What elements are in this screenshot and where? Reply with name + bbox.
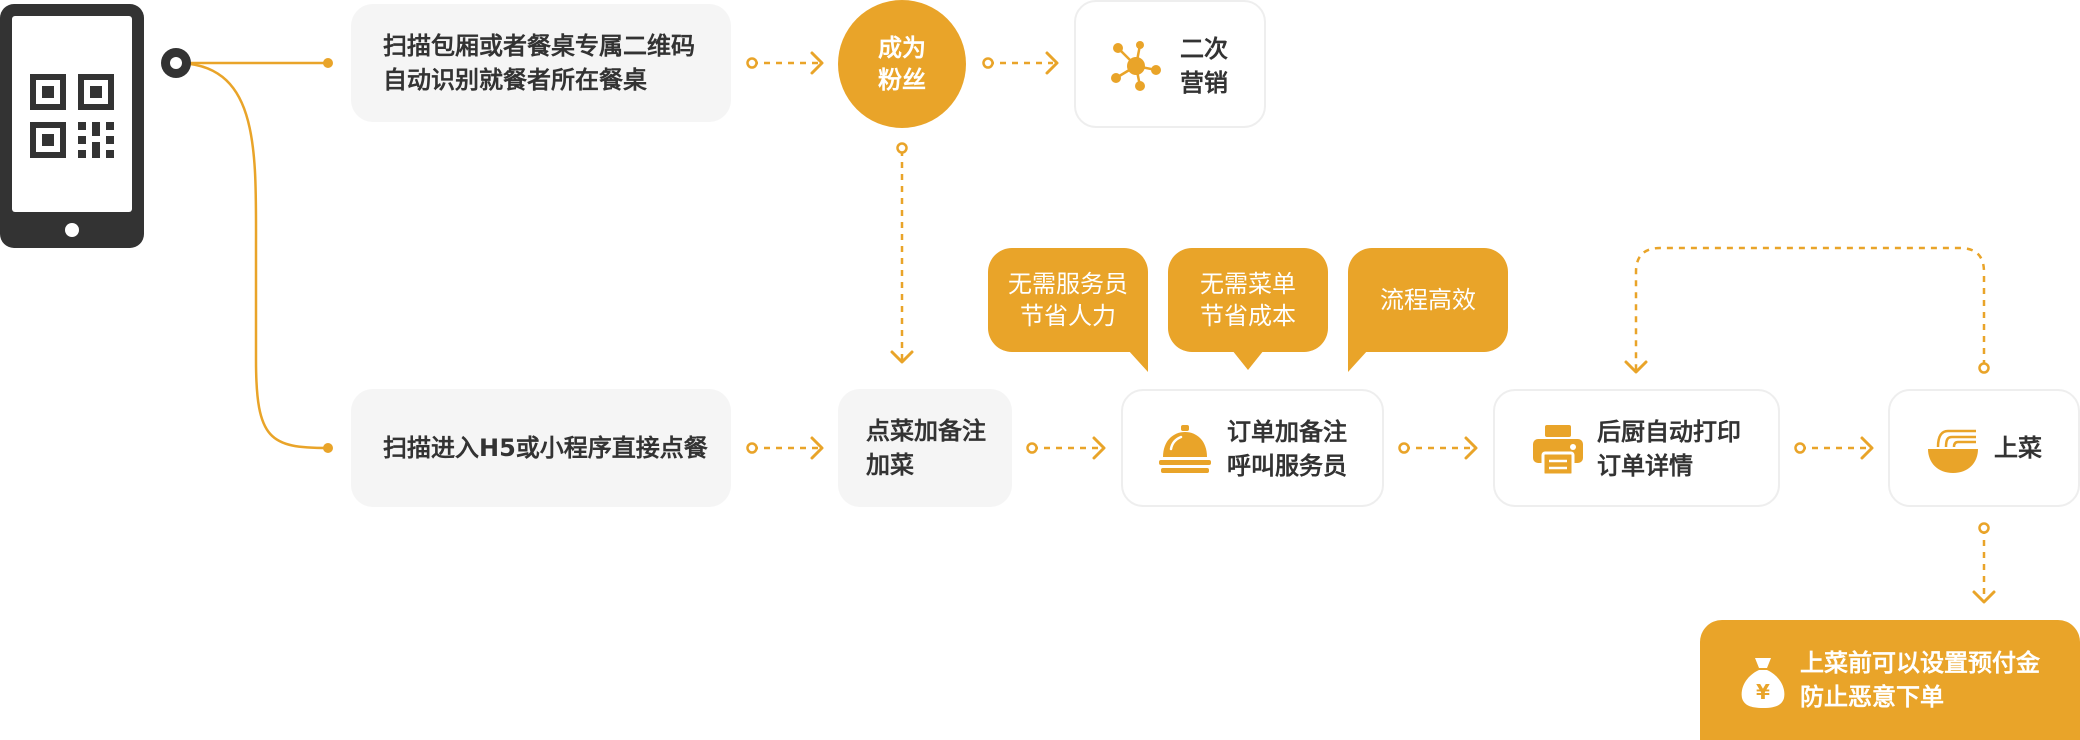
become-fan-node: 成为 粉丝 [838,0,966,128]
order-remark-line1: 订单加备注 [1227,418,1347,446]
become-fan-line1: 成为 [878,34,926,62]
printer-icon [1533,425,1583,475]
money-bag-icon: ¥ [1741,658,1785,708]
bubble-efficient-tail [1348,350,1368,372]
kitchen-print-line1: 后厨自动打印 [1597,418,1741,446]
kitchen-print-line2: 订单详情 [1597,452,1693,480]
tablet-qr-code-icon [0,4,144,248]
serve-dish-node: 上菜 [1888,389,2080,507]
second-marketing-line1: 二次 [1180,35,1228,63]
noodle-bowl-icon [1928,429,1978,473]
scan-table-qr-node: 扫描包厢或者餐桌专属二维码 自动识别就餐者所在餐桌 [351,4,731,122]
prepay-node: ¥ 上菜前可以设置预付金 防止恶意下单 [1700,620,2080,740]
svg-text:¥: ¥ [1756,680,1770,704]
bubble-efficient: 流程高效 [1348,248,1508,352]
bubble-no-waiter-line1: 无需服务员 [1008,270,1128,298]
service-bell-icon [1159,425,1211,473]
second-marketing-line2: 营销 [1180,69,1228,97]
serve-dish-line1: 上菜 [1994,434,2042,462]
become-fan-line2: 粉丝 [878,66,926,94]
scan-h5-line1: 扫描进入H5或小程序直接点餐 [383,434,708,462]
order-dish-node: 点菜加备注 加菜 [838,389,1012,507]
scan-table-line2: 自动识别就餐者所在餐桌 [383,66,647,94]
bubble-no-menu-tail [1232,350,1264,370]
bubble-no-waiter: 无需服务员 节省人力 [988,248,1148,352]
second-marketing-node: 二次 营销 [1074,0,1266,128]
connector-origin-icon [161,48,191,78]
order-remark-line2: 呼叫服务员 [1227,452,1347,480]
bubble-no-menu-line2: 节省成本 [1200,302,1296,330]
prepay-line1: 上菜前可以设置预付金 [1800,649,2040,677]
bubble-no-menu-line1: 无需菜单 [1200,270,1296,298]
bubble-no-waiter-tail [1128,350,1148,372]
order-remark-node: 订单加备注 呼叫服务员 [1121,389,1384,507]
bubble-efficient-line1: 流程高效 [1380,286,1476,314]
bubble-no-waiter-line2: 节省人力 [1020,302,1116,330]
order-dish-line1: 点菜加备注 [866,417,986,445]
scan-h5-node: 扫描进入H5或小程序直接点餐 [351,389,731,507]
order-dish-line2: 加菜 [866,451,914,479]
prepay-line2: 防止恶意下单 [1800,683,1944,711]
network-icon [1111,41,1161,91]
kitchen-print-node: 后厨自动打印 订单详情 [1493,389,1780,507]
bubble-no-menu: 无需菜单 节省成本 [1168,248,1328,352]
scan-table-line1: 扫描包厢或者餐桌专属二维码 [383,32,695,60]
